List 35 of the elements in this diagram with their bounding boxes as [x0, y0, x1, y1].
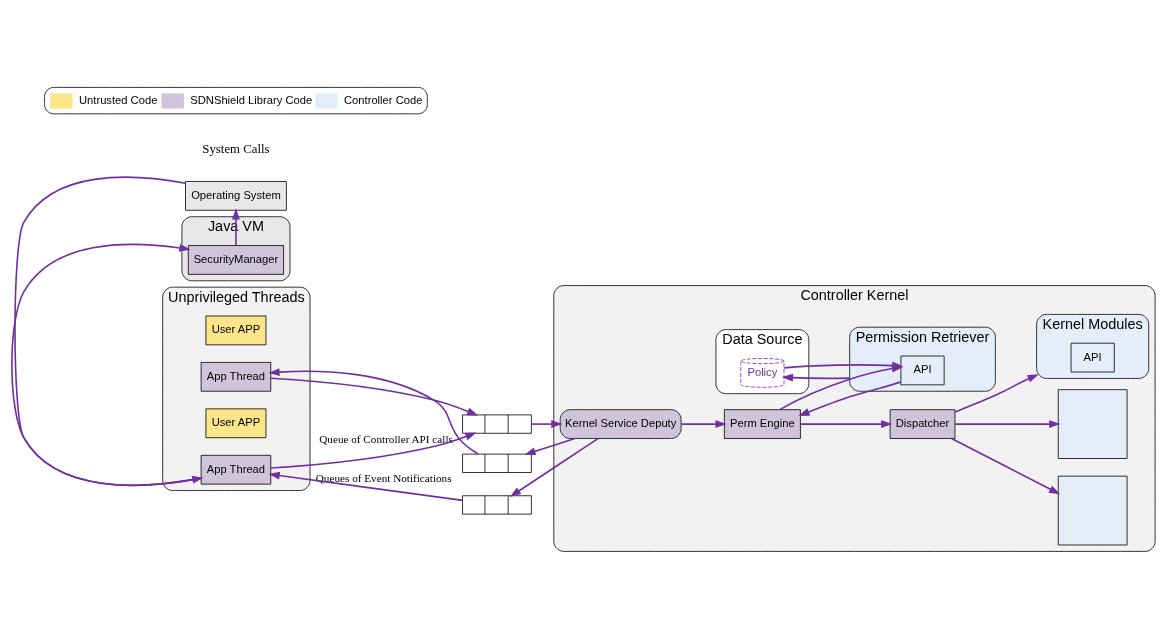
- node-box: User APP: [205, 315, 267, 346]
- node-box: [1057, 389, 1128, 459]
- node-box: Perm Engine: [723, 409, 801, 439]
- arrow: [524, 437, 576, 456]
- node-box: API: [1070, 342, 1115, 373]
- node-label: Queues of Event Notifications: [315, 471, 452, 484]
- node-box: User APP: [205, 408, 267, 439]
- node-box: Dispatcher: [889, 409, 956, 439]
- arrow: [781, 373, 851, 382]
- node-box: Kernel Service Deputy: [559, 409, 682, 439]
- node-box: SecurityManager: [187, 245, 284, 275]
- node-box: [1057, 475, 1128, 546]
- label: System Calls: [202, 141, 270, 156]
- arrow: [270, 377, 479, 416]
- arrow: [798, 381, 902, 417]
- legend-label: Controller Code: [344, 93, 423, 106]
- node-box: App Thread: [200, 454, 272, 485]
- arrow: [954, 420, 1061, 428]
- arrow: [954, 374, 1039, 413]
- arrow: [799, 420, 893, 428]
- arrow: [680, 420, 727, 428]
- arrow: [270, 432, 477, 469]
- arrow: [268, 471, 464, 502]
- node-box: Operating System: [185, 181, 287, 211]
- legend-label: Untrusted Code: [79, 93, 158, 106]
- node-box: API: [900, 355, 945, 386]
- arrow: [14, 176, 204, 487]
- arrow: [950, 437, 1061, 495]
- legend-label: SDNShield Library Code: [190, 93, 313, 106]
- node-box: App Thread: [200, 362, 272, 392]
- arrow: [509, 437, 599, 497]
- arrow: [779, 364, 904, 411]
- arrow: [530, 420, 563, 428]
- arrow: [11, 243, 202, 486]
- arrow: [268, 368, 479, 455]
